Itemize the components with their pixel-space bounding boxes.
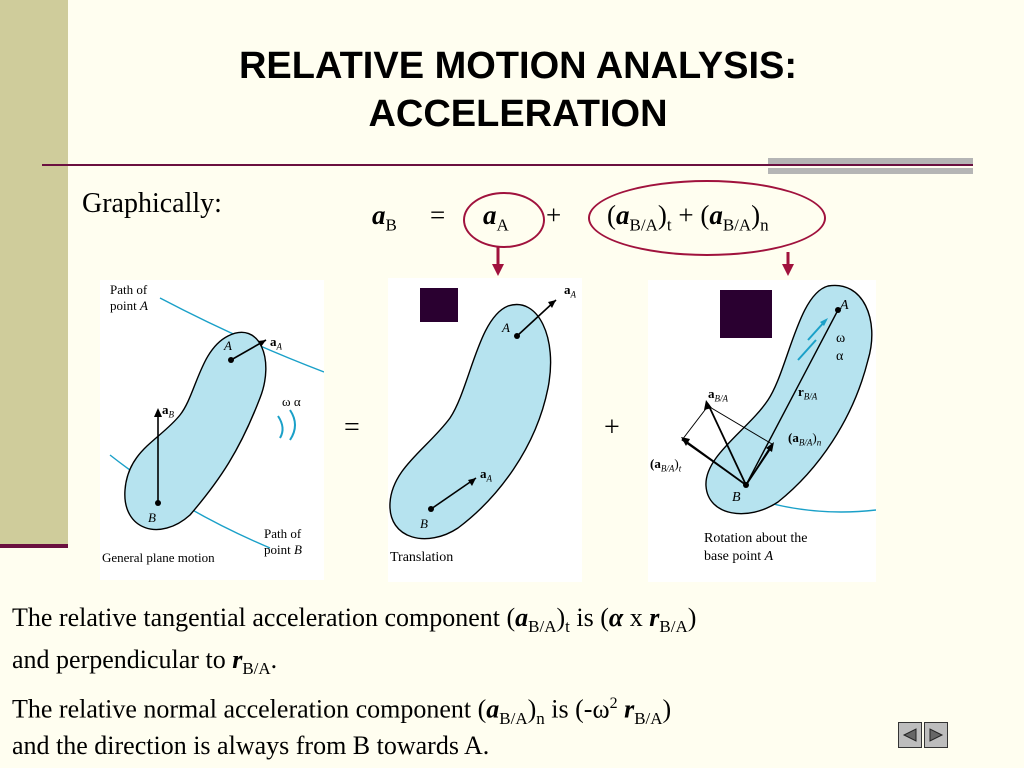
prev-slide-button[interactable]	[898, 722, 922, 748]
circle-aa	[463, 192, 545, 248]
graphically-label: Graphically:	[82, 188, 222, 219]
circle-relative	[588, 180, 826, 256]
triangle-left-icon	[902, 728, 917, 742]
caption-general: General plane motion	[102, 550, 215, 565]
acc-b-label: aB	[162, 402, 174, 420]
tangential-text: The relative tangential acceleration com…	[12, 603, 697, 637]
left-sidebar	[0, 0, 68, 548]
caption-translation: Translation	[390, 550, 454, 565]
acc-a-label: aA	[564, 282, 576, 300]
perpendicular-text: and perpendicular to rB/A.	[12, 645, 278, 679]
point-b-label: B	[420, 516, 428, 531]
eq-lhs: aB	[372, 200, 397, 235]
decor-bars	[768, 158, 973, 178]
slide-title: RELATIVE MOTION ANALYSIS: ACCELERATION	[238, 45, 798, 135]
normal-text: The relative normal acceleration compone…	[12, 694, 672, 728]
a-t-label: (aB/A)t	[650, 456, 682, 474]
plus-sign: +	[604, 412, 620, 443]
figure-translation: A B aA aA Translation	[388, 278, 582, 582]
eq-equals: =	[430, 200, 446, 230]
a-n-label: (aB/A)n	[788, 430, 822, 448]
next-slide-button[interactable]	[924, 722, 948, 748]
point-a-label: A	[502, 320, 510, 335]
point-b-label: B	[148, 510, 156, 525]
acc-a-label: aA	[270, 334, 282, 352]
slide-nav	[898, 722, 948, 748]
acc-b-label: aA	[480, 466, 492, 484]
eq-plus: +	[546, 200, 562, 230]
point-b-label: B	[732, 490, 741, 505]
point-a-label: A	[840, 298, 849, 313]
r-ba-label: rB/A	[798, 384, 818, 402]
title-rule	[42, 164, 973, 166]
direction-text: and the direction is always from B towar…	[12, 731, 490, 760]
sidebar-rule	[0, 544, 68, 548]
omega-alpha-label: ω α	[282, 394, 301, 409]
pointer-arrows	[492, 246, 794, 276]
equals-sign: =	[344, 412, 360, 443]
triangle-right-icon	[929, 728, 944, 742]
a-ba-label: aB/A	[708, 386, 728, 404]
point-a-label: A	[224, 338, 232, 353]
